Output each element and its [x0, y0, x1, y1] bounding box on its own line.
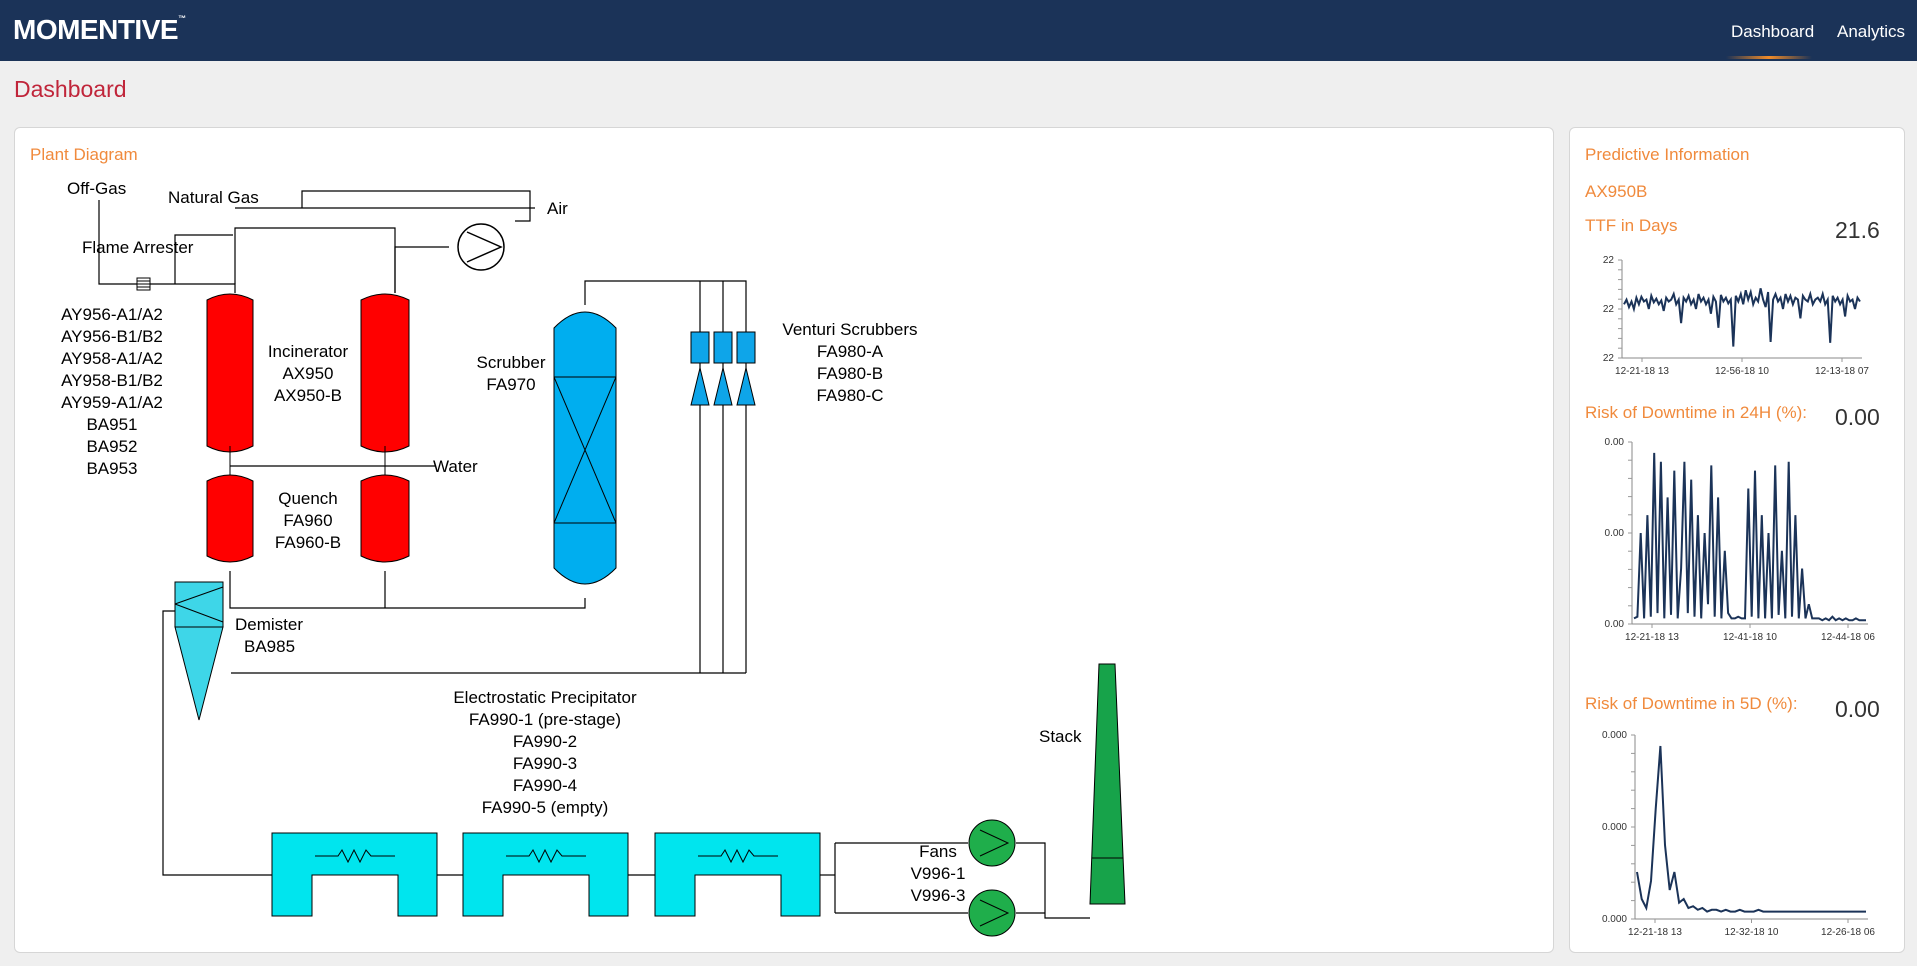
- y-tick-label: 22: [1603, 353, 1615, 364]
- top-navbar: MOMENTIVE™ Dashboard Analytics: [0, 0, 1917, 61]
- flame-arrester-icon: [136, 277, 151, 291]
- demister-tag: BA985: [244, 637, 295, 656]
- x-tick-label: 12-21-18 13: [1625, 632, 1679, 643]
- flame-arrester-label: Flame Arrester: [82, 238, 194, 257]
- risk-24h-value: 0.00: [1835, 404, 1880, 430]
- instrument-item: AY956-B1/B2: [61, 327, 163, 346]
- x-tick-label: 12-13-18 07: [1815, 366, 1869, 377]
- x-tick-label: 12-21-18 13: [1628, 927, 1682, 938]
- predictive-info-card: Predictive Information AX950B TTF in Day…: [1569, 127, 1905, 953]
- plant-diagram-card: Plant Diagram: [14, 127, 1554, 953]
- quench-tag-a: FA960: [283, 511, 332, 530]
- quench-name: Quench: [278, 489, 338, 508]
- series-line: [1636, 745, 1866, 913]
- plant-diagram-title: Plant Diagram: [30, 145, 138, 164]
- fan-tag-3: V996-3: [911, 886, 966, 905]
- esp-tag-3: FA990-3: [513, 754, 577, 773]
- risk-5d-label: Risk of Downtime in 5D (%):: [1585, 694, 1798, 713]
- nav-dashboard[interactable]: Dashboard: [1731, 22, 1815, 41]
- risk-24h-label: Risk of Downtime in 24H (%):: [1585, 403, 1808, 422]
- air-blower-icon: [457, 223, 505, 271]
- incinerator-label: Incinerator AX950 AX950-B: [268, 342, 349, 405]
- incinerator-tag-a: AX950: [282, 364, 333, 383]
- nav-analytics[interactable]: Analytics: [1837, 22, 1906, 41]
- venturi-label: Venturi Scrubbers FA980-A FA980-B FA980-…: [782, 320, 917, 405]
- air-label: Air: [547, 199, 568, 218]
- momentive-logo[interactable]: MOMENTIVE™: [13, 14, 186, 46]
- x-tick-label: 12-32-18 10: [1725, 927, 1779, 938]
- asset-id[interactable]: AX950B: [1585, 182, 1648, 201]
- esp-tag-5: FA990-5 (empty): [482, 798, 609, 817]
- instrument-item: AY958-B1/B2: [61, 371, 163, 390]
- series-line: [1633, 452, 1866, 622]
- venturi-tag-c: FA980-C: [816, 386, 883, 405]
- incinerator-tag-b: AX950-B: [274, 386, 342, 405]
- ttf-value: 21.6: [1835, 217, 1880, 243]
- fan-tag-1: V996-1: [911, 864, 966, 883]
- risk-5d-value: 0.00: [1835, 696, 1880, 722]
- logo-text: MOMENTIVE: [13, 14, 179, 45]
- y-tick-label: 0.00: [1605, 437, 1625, 448]
- natural-gas-label: Natural Gas: [168, 188, 259, 207]
- nav-active-indicator: [1726, 56, 1812, 59]
- diagram-labels: Off-Gas Natural Gas Air Flame Arrester W…: [61, 179, 1082, 905]
- instrument-item: AY956-A1/A2: [61, 305, 163, 324]
- y-tick-label: 22: [1603, 255, 1615, 266]
- x-tick-label: 12-41-18 10: [1723, 632, 1777, 643]
- y-tick-label: 22: [1603, 304, 1615, 315]
- esp-tag-2: FA990-2: [513, 732, 577, 751]
- demister-vessel: [174, 581, 224, 721]
- scrubber-tag: FA970: [486, 375, 535, 394]
- series-line: [1623, 288, 1861, 347]
- x-tick-label: 12-44-18 06: [1821, 632, 1875, 643]
- instrument-item: AY958-A1/A2: [61, 349, 163, 368]
- incinerator-name: Incinerator: [268, 342, 349, 361]
- instrument-item: AY959-A1/A2: [61, 393, 163, 412]
- instrument-list: AY956-A1/A2 AY956-B1/B2 AY958-A1/A2 AY95…: [61, 305, 163, 478]
- x-tick-label: 12-21-18 13: [1615, 366, 1669, 377]
- quench-label: Quench FA960 FA960-B: [275, 489, 341, 552]
- stack-icon: [1089, 663, 1126, 905]
- venturi-tag-b: FA980-B: [817, 364, 883, 383]
- logo-trademark: ™: [178, 14, 186, 23]
- y-tick-label: 0.000: [1602, 730, 1627, 741]
- quench-tag-b: FA960-B: [275, 533, 341, 552]
- off-gas-label: Off-Gas: [67, 179, 126, 198]
- plant-diagram: Off-Gas Natural Gas Air Flame Arrester W…: [61, 179, 1126, 937]
- y-tick-label: 0.000: [1602, 822, 1627, 833]
- x-tick-label: 12-56-18 10: [1715, 366, 1769, 377]
- demister-label: Demister BA985: [235, 615, 303, 656]
- scrubber-label: Scrubber FA970: [477, 353, 546, 394]
- fans-label: Fans V996-1 V996-3: [911, 842, 966, 905]
- stack-label: Stack: [1039, 727, 1082, 746]
- venturi-tag-a: FA980-A: [817, 342, 884, 361]
- water-label: Water: [433, 457, 478, 476]
- x-tick-label: 12-26-18 06: [1821, 927, 1875, 938]
- instrument-item: BA952: [86, 437, 137, 456]
- ttf-label: TTF in Days: [1585, 216, 1678, 235]
- esp-label: Electrostatic Precipitator FA990-1 (pre-…: [453, 688, 637, 817]
- instrument-item: BA953: [86, 459, 137, 478]
- demister-name: Demister: [235, 615, 303, 634]
- page-title: Dashboard: [14, 76, 127, 102]
- esp-name: Electrostatic Precipitator: [453, 688, 637, 707]
- y-tick-label: 0.00: [1605, 619, 1625, 630]
- venturi-name: Venturi Scrubbers: [782, 320, 917, 339]
- esp-tag-4: FA990-4: [513, 776, 577, 795]
- fans-name: Fans: [919, 842, 957, 861]
- incinerator-vessels: [206, 293, 410, 563]
- y-tick-label: 0.000: [1602, 914, 1627, 925]
- fan-icons: [968, 819, 1016, 937]
- venturi-scrubbers: [690, 331, 756, 406]
- esp-units: [271, 832, 821, 917]
- predictive-info-title: Predictive Information: [1585, 145, 1750, 164]
- esp-tag-1: FA990-1 (pre-stage): [469, 710, 621, 729]
- scrubber-name: Scrubber: [477, 353, 546, 372]
- instrument-item: BA951: [86, 415, 137, 434]
- scrubber-vessel: [553, 311, 617, 585]
- y-tick-label: 0.00: [1605, 528, 1625, 539]
